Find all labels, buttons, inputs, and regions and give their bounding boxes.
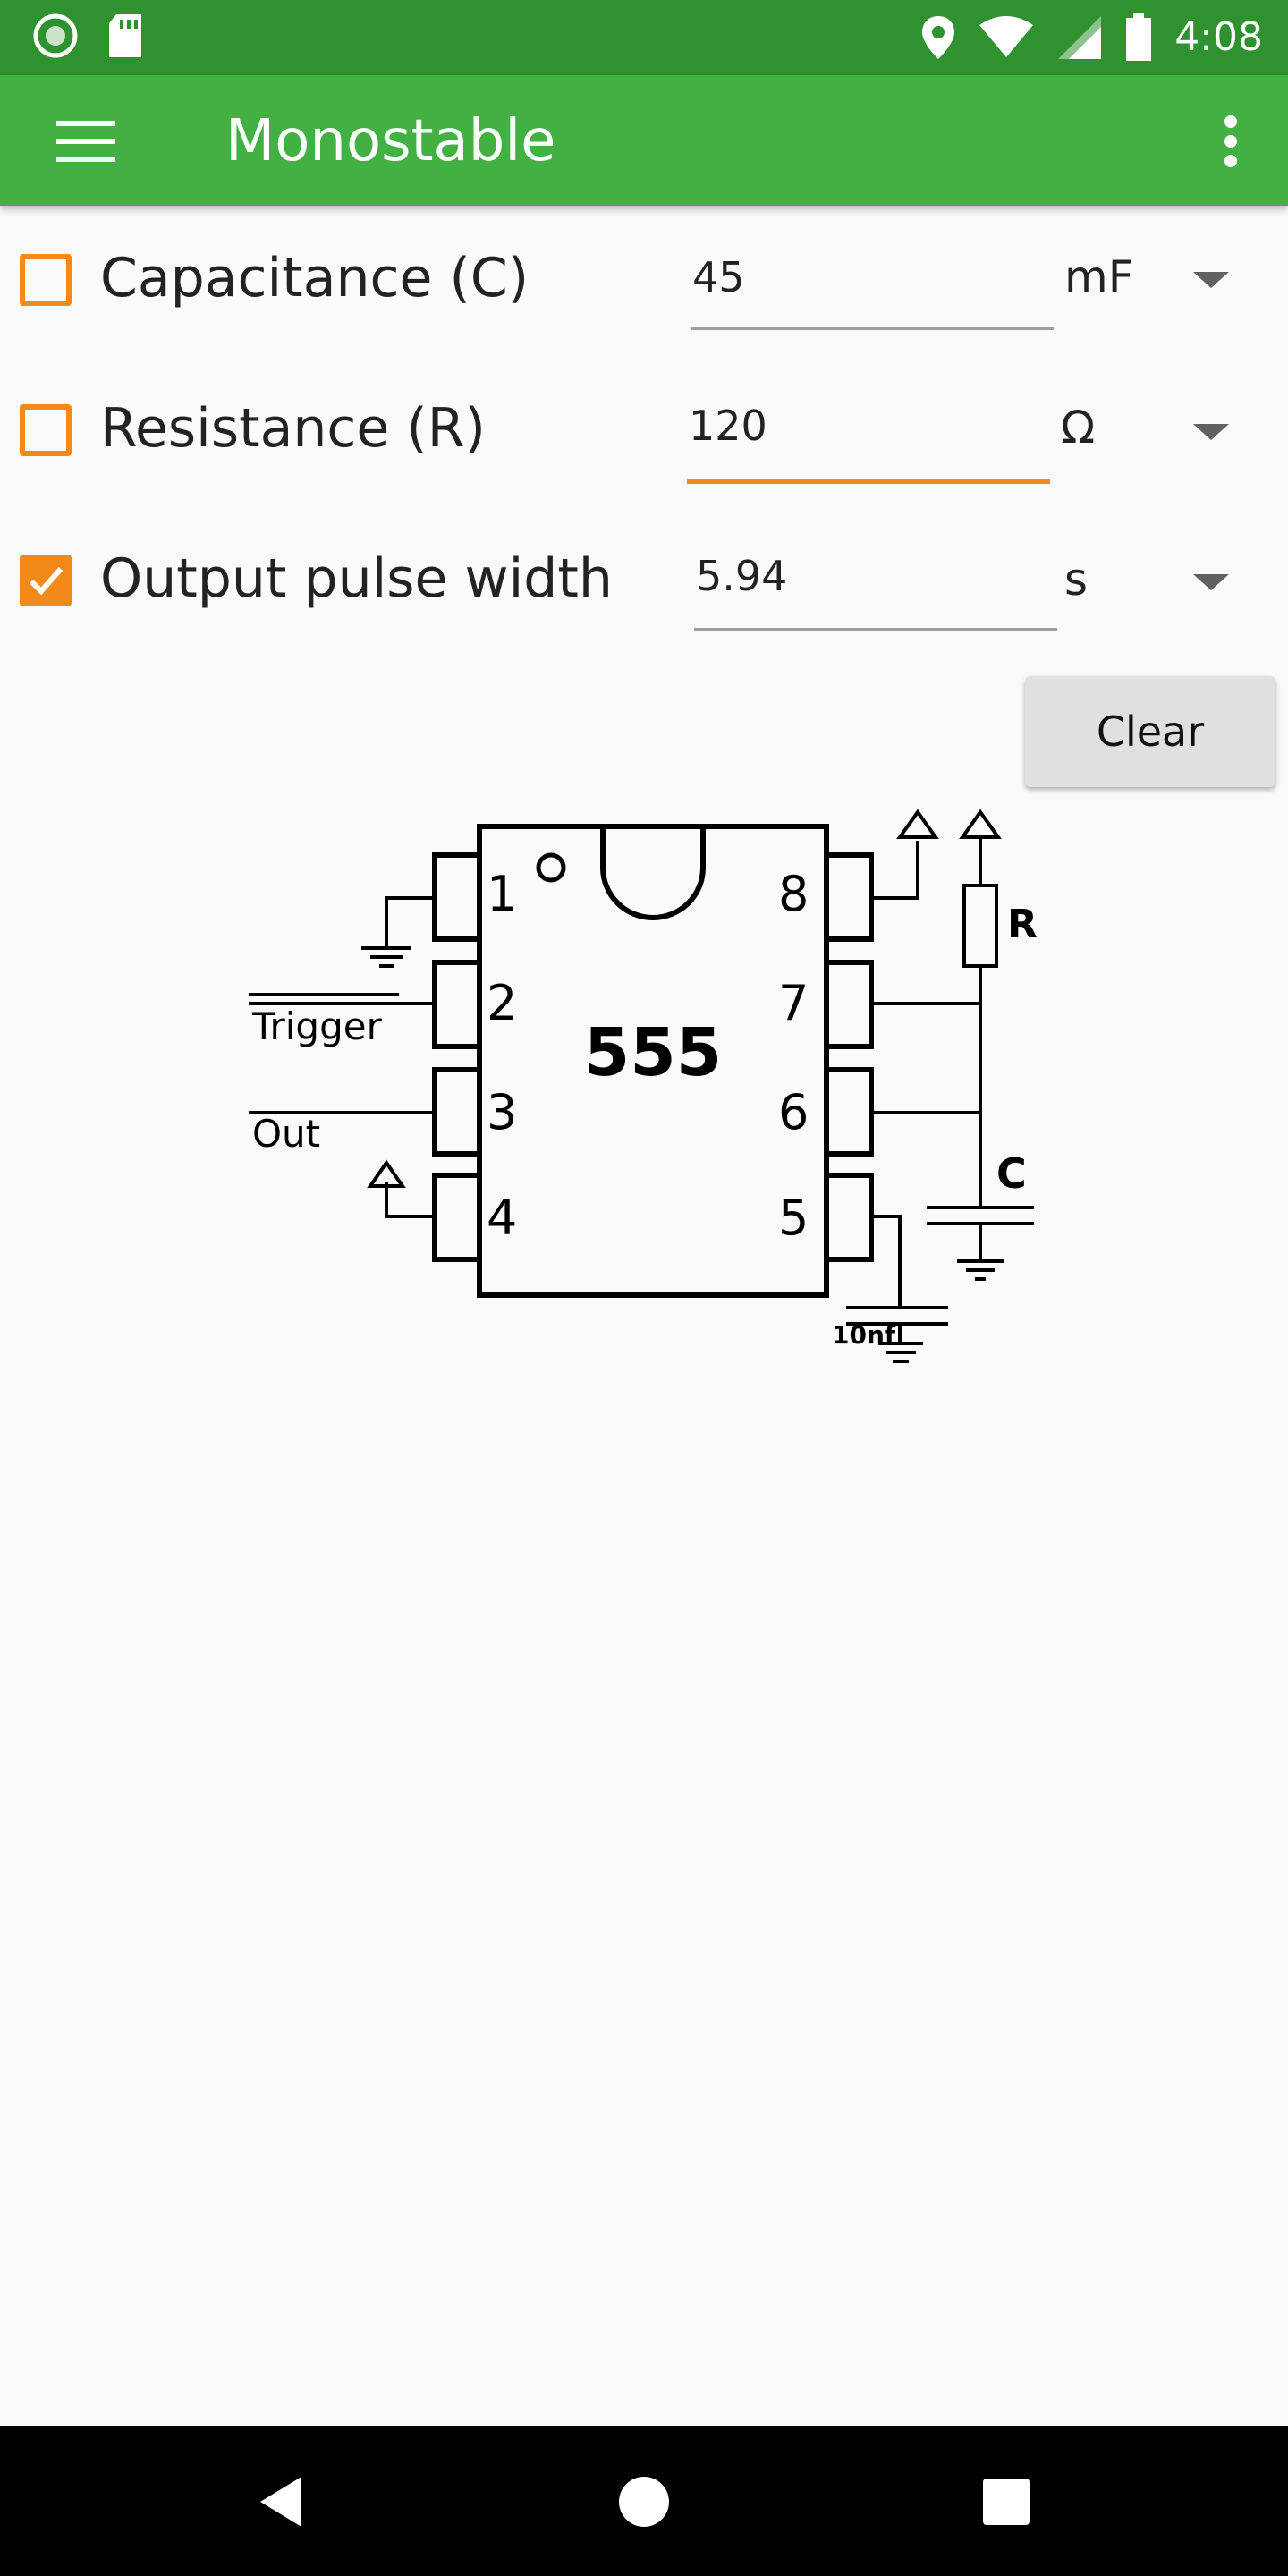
resistance-input-underline: [687, 479, 1050, 484]
home-icon: [619, 2477, 669, 2527]
capacitance-unit-select[interactable]: mF: [1064, 251, 1134, 303]
sd-card-icon: [109, 14, 141, 57]
navigation-bar: [0, 2426, 1288, 2576]
clear-button[interactable]: Clear: [1025, 676, 1275, 787]
status-time: 4:08: [1174, 14, 1263, 60]
resistor-label: R: [1007, 902, 1038, 947]
pulse-width-unit-select[interactable]: s: [1064, 554, 1089, 606]
wifi-icon: [979, 16, 1034, 57]
resistance-unit-dropdown-icon[interactable]: [1193, 424, 1229, 440]
out-label: Out: [252, 1112, 320, 1156]
pin-3: 3: [487, 1084, 517, 1140]
recents-icon: [983, 2479, 1030, 2525]
capacitance-unit-dropdown-icon[interactable]: [1193, 272, 1229, 288]
chip-label: 555: [584, 1014, 722, 1091]
back-icon: [260, 2477, 301, 2527]
hamburger-menu-icon: [56, 121, 115, 162]
resistance-row: Resistance (R) Ω: [0, 365, 1288, 499]
page-title: Monostable: [225, 108, 556, 174]
battery-icon: [1126, 13, 1152, 61]
capacitance-label: Capacitance (C): [100, 247, 530, 309]
pin-7: 7: [778, 975, 809, 1031]
pulse-width-label: Output pulse width: [100, 547, 613, 610]
home-button[interactable]: [604, 2462, 684, 2542]
cap-value-label: 10nf: [832, 1320, 896, 1350]
pin-1: 1: [487, 866, 517, 922]
pulse-width-checkbox[interactable]: [20, 555, 72, 606]
capacitor-label: C: [996, 1149, 1027, 1198]
capacitance-checkbox[interactable]: [20, 254, 72, 306]
resistance-input[interactable]: [685, 399, 1055, 453]
pin-4: 4: [487, 1190, 517, 1246]
pulse-width-row: Output pulse width s: [0, 515, 1288, 649]
check-icon: [29, 567, 64, 596]
chip-body: [477, 824, 829, 1298]
trigger-label: Trigger: [251, 1004, 383, 1048]
app-bar: Monostable: [0, 75, 1288, 206]
resistance-label: Resistance (R): [100, 397, 486, 460]
status-bar: 4:08: [0, 0, 1288, 75]
pin-6: 6: [778, 1084, 809, 1140]
pin-2: 2: [487, 975, 517, 1031]
pin-8: 8: [778, 866, 809, 922]
menu-button[interactable]: [50, 113, 122, 170]
pulse-width-unit-dropdown-icon[interactable]: [1193, 574, 1229, 590]
pin-5: 5: [778, 1190, 809, 1246]
pulse-width-input[interactable]: [692, 549, 1063, 603]
more-vert-icon: [1224, 115, 1237, 167]
overflow-menu-button[interactable]: [1213, 111, 1249, 172]
resistance-checkbox[interactable]: [20, 404, 72, 456]
pulse-width-input-underline: [694, 628, 1057, 631]
circuit-diagram: 1 2 3 4 8 7 6 5 555 Trigger Out R C 10nf: [249, 809, 1038, 1363]
resistance-unit-select[interactable]: Ω: [1061, 402, 1096, 453]
back-button[interactable]: [242, 2462, 322, 2542]
signal-icon: [1058, 16, 1102, 59]
capacitance-row: Capacitance (C) mF: [0, 215, 1288, 349]
capacitance-input[interactable]: [689, 250, 1059, 304]
capacitance-input-underline: [691, 327, 1054, 330]
record-icon: [33, 13, 78, 58]
recents-button[interactable]: [966, 2462, 1046, 2542]
location-icon: [922, 16, 955, 59]
